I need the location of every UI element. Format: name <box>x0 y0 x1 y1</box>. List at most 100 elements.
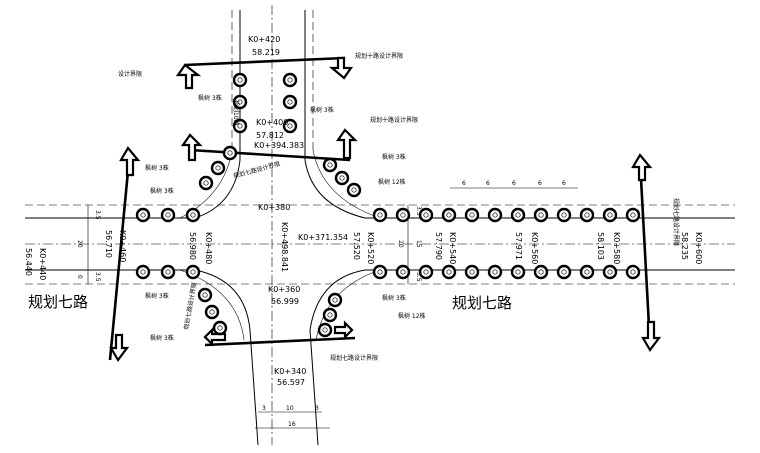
tree-label: 枫树 3株 <box>382 294 406 302</box>
tree-symbol-core <box>237 123 243 129</box>
elev-k0-600: 58.235 <box>680 232 689 260</box>
station-k0-540: K0+540 <box>448 232 457 264</box>
tree-symbol-core <box>215 165 221 171</box>
tree-symbol-core <box>538 212 544 218</box>
arrow-up-icon <box>180 133 203 162</box>
elev-k0-480: 56.980 <box>188 232 197 260</box>
arrow-left-icon <box>203 327 227 347</box>
dim-label: 3.5 <box>415 206 422 216</box>
tree-label: 枫树 3株 <box>145 292 169 300</box>
tree-symbol-core <box>446 212 452 218</box>
station-k0-394: K0+394.383 <box>254 141 304 150</box>
limit-line-top <box>184 56 346 67</box>
tree-symbol-core <box>423 269 429 275</box>
design-limit-lines <box>108 56 652 361</box>
tree-symbol-core <box>561 269 567 275</box>
tree-symbol-core <box>492 269 498 275</box>
limit-labels: 规划十路设计界限 规划十路设计界限 设计界限 规划七路设计界限 规划七路设计界限… <box>118 52 680 362</box>
station-k0-400: K0+400 <box>256 118 288 127</box>
arrow-down-icon <box>641 320 662 352</box>
dimension-labels: 3.5 20 0 3.5 3.5 20 15 3.5 6 6 6 6 6 3 1… <box>76 180 566 428</box>
station-k0-580: K0+580 <box>612 232 621 264</box>
dim-label: 6 <box>512 180 516 187</box>
station-k0-460: K0+460 <box>118 230 127 262</box>
tree-symbol-core <box>630 212 636 218</box>
arrow-down-icon <box>109 333 130 362</box>
tree-symbol-core <box>561 212 567 218</box>
limit-label-left: 设计界限 <box>118 70 142 78</box>
dim-label: 6 <box>486 180 490 187</box>
arrow-down-icon <box>328 56 354 80</box>
tree-symbol-core <box>469 212 475 218</box>
station-k0-520: K0+520 <box>366 232 375 264</box>
arrow-up-icon <box>631 153 653 182</box>
tree-symbol-core <box>165 269 171 275</box>
tree-symbol-core <box>165 212 171 218</box>
elev-k0-400: 57.812 <box>256 131 284 140</box>
curve-outer-top-right <box>312 149 381 219</box>
tree-symbol-core <box>515 269 521 275</box>
station-k0-340: K0+340 <box>274 367 306 376</box>
tree-symbol-core <box>400 212 406 218</box>
limit-arrows <box>109 56 662 362</box>
tree-symbol-core <box>322 327 328 333</box>
tree-symbol-core <box>190 212 196 218</box>
tree-labels: 枫树 3株 枫树 3株 枫树 3株 枫树 3株 枫树 3株 枫树 12株 枫树 … <box>145 94 426 342</box>
road10-side-label: 规划10路 <box>232 100 240 126</box>
dim-label: 3.5 <box>94 210 101 220</box>
tree-symbol-core <box>584 212 590 218</box>
elev-k0-440: 56.440 <box>24 248 33 276</box>
limit-line-left <box>108 149 132 361</box>
limit-label-bottom: 规划七路设计界限 <box>330 354 378 362</box>
tree-symbol-core <box>446 269 452 275</box>
tree-symbol-core <box>400 269 406 275</box>
tree-symbol-core <box>203 180 209 186</box>
curve-top-right <box>304 159 366 219</box>
dim-label: 20 <box>76 240 83 248</box>
elev-k0-420: 58.219 <box>252 48 280 57</box>
curve-bottom-right <box>309 269 366 331</box>
tree-symbol-core <box>377 269 383 275</box>
tree-label: 枫树 3株 <box>198 94 222 102</box>
tree-symbol-core <box>423 212 429 218</box>
dim-label: 20 <box>397 240 404 248</box>
dim-label: 3 <box>262 405 266 412</box>
elev-k0-580: 58.103 <box>596 232 605 260</box>
tree-symbol-core <box>202 292 208 298</box>
tree-symbol-core <box>327 312 333 318</box>
station-k0-560: K0+560 <box>530 232 539 264</box>
tree-label: 枫树 12株 <box>398 312 426 320</box>
elev-k0-560: 57.971 <box>514 232 523 260</box>
dim-label: 3 <box>315 405 319 412</box>
tree-symbol-core <box>630 269 636 275</box>
tree-symbol-core <box>332 297 338 303</box>
dim-label: 6 <box>462 180 466 187</box>
tree-symbol-core <box>287 99 293 105</box>
dim-label: 15 <box>415 240 422 248</box>
station-k0-371: K0+371.354 <box>298 233 348 242</box>
tree-symbol-core <box>327 162 333 168</box>
limit-label-top2: 规划十路设计界限 <box>370 116 418 124</box>
tree-symbol-core <box>515 212 521 218</box>
tree-symbol-core <box>227 150 233 156</box>
tree-symbol-core <box>607 212 613 218</box>
tree-label: 枫树 12株 <box>378 178 406 186</box>
dim-label: 10 <box>286 405 294 412</box>
dim-label: 6 <box>562 180 566 187</box>
limit-label-top: 规划十路设计界限 <box>355 52 403 60</box>
tree-symbol-core <box>287 77 293 83</box>
station-k0-420: K0+420 <box>248 35 280 44</box>
road-name-left: 规划七路 <box>28 293 88 311</box>
elev-k0-460: 56.710 <box>104 230 113 258</box>
limit-line-right <box>638 159 652 346</box>
tree-symbol-core <box>607 269 613 275</box>
dimension-lines <box>87 187 578 429</box>
tree-symbol-core <box>237 77 243 83</box>
elev-k0-360: 56.999 <box>271 297 299 306</box>
station-k0-360: K0+360 <box>268 285 300 294</box>
tree-label: 枫树 3株 <box>150 187 174 195</box>
road-names: 规划七路 规划七路 <box>28 293 512 312</box>
dim-label: 3.5 <box>94 272 101 282</box>
tree-symbol-core <box>190 269 196 275</box>
